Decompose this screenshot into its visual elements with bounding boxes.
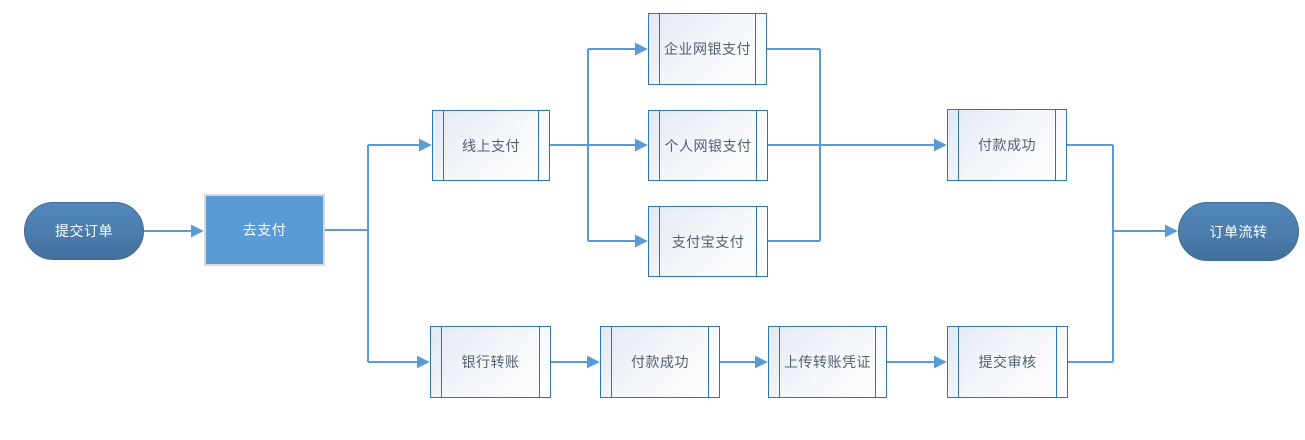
node-submit-review: 提交审核: [947, 326, 1068, 398]
node-online-payment: 线上支付: [432, 110, 550, 181]
node-corporate-ebank: 企业网银支付: [648, 13, 767, 85]
node-bank-transfer: 银行转账: [430, 326, 551, 398]
node-end: 订单流转: [1178, 202, 1299, 261]
node-pay-success-online: 付款成功: [947, 109, 1067, 181]
node-alipay: 支付宝支付: [648, 206, 768, 277]
node-personal-ebank: 个人网银支付: [648, 110, 768, 181]
node-go-pay: 去支付: [204, 194, 325, 266]
node-upload-voucher: 上传转账凭证: [768, 326, 887, 398]
node-pay-success-transfer: 付款成功: [600, 326, 720, 398]
node-start: 提交订单: [24, 202, 144, 260]
